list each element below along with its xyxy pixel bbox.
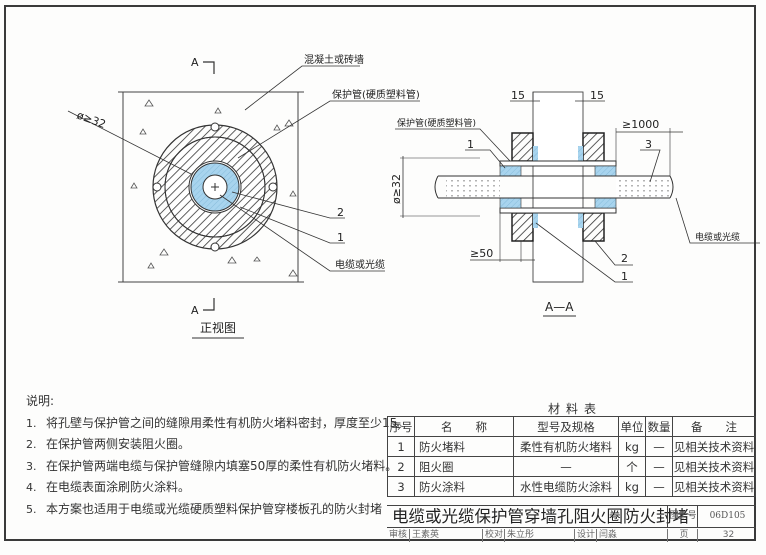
note-item: 5.本方案也适用于电缆或光缆硬质塑料保护管穿楼板孔的防火封堵 <box>26 501 383 516</box>
fire-coating-left <box>446 177 500 197</box>
atlas-number: 06D105 <box>697 506 757 527</box>
label-diameter-section: ø≥32 <box>390 174 403 204</box>
callout-3: 3 <box>645 138 652 151</box>
label-pipe: 保护管(硬质塑料管) <box>332 88 420 101</box>
drawing-title: 电缆或光缆保护管穿墙孔阻火圈防火封堵 <box>392 507 689 526</box>
callout-1-section: 1 <box>621 270 628 283</box>
dim-1000: ≥1000 <box>622 118 659 131</box>
label-cable-section: 电缆或光缆 <box>695 231 740 243</box>
section-mark-bottom: A <box>191 304 199 317</box>
callout-2: 2 <box>337 206 344 219</box>
dim-right-15: 15 <box>590 89 604 102</box>
checker: 朱立彤 <box>504 529 534 542</box>
callout-1-top: 1 <box>467 138 474 151</box>
view-title-section: A—A <box>545 300 574 314</box>
table-row: 2 阻火圈 — 个 — 见相关技术资料 <box>387 456 756 477</box>
callout-1: 1 <box>337 231 344 244</box>
notes-title: 说明: <box>26 394 55 408</box>
table-header-row: 序号 名 称 型号及规格 单位 数量 备 注 <box>387 416 756 437</box>
materials-title: 材料表 <box>548 402 603 416</box>
note-item: 1.将孔壁与保护管之间的缝隙用柔性有机防火堵料密封，厚度至少15。 <box>26 415 410 430</box>
table-row: 3 防火涂料 水性电缆防火涂料 kg — 见相关技术资料 <box>387 476 756 497</box>
signature-row: 审核 王素英 校对 朱立彤 设计 闫淼 页 32 <box>387 528 756 542</box>
table-row: 1 防火堵料 柔性有机防火堵料 kg — 见相关技术资料 <box>387 436 756 457</box>
wall-section <box>532 91 584 283</box>
page-number: 32 <box>697 529 757 542</box>
label-cable: 电缆或光缆 <box>335 258 385 271</box>
section-view: 15 15 ≥1000 保护管(硬质塑料管) 1 3 ø≥32 电缆或光缆 ≥5… <box>390 89 760 317</box>
label-diameter: ø≥32 <box>75 109 108 131</box>
note-item: 3.在保护管两端电缆与保护管缝隙内填塞50厚的柔性有机防火堵料。 <box>26 458 398 473</box>
materials-table: 序号 名 称 型号及规格 单位 数量 备 注 1 防火堵料 柔性有机防火堵料 k… <box>387 416 756 497</box>
designer: 闫淼 <box>596 529 617 542</box>
reviewer: 王素英 <box>409 529 439 542</box>
label-wall: 混凝土或砖墙 <box>304 53 364 66</box>
dim-left-15: 15 <box>511 89 525 102</box>
front-view: A A 混凝土或砖墙 保护管(硬质塑料管) ø≥32 2 1 电缆或光缆 正视图 <box>67 53 420 339</box>
callout-2-section: 2 <box>621 252 628 265</box>
atlas-label: 图集号 <box>667 506 698 527</box>
view-title-front: 正视图 <box>200 320 236 335</box>
section-mark-top: A <box>191 56 199 69</box>
dim-50: ≥50 <box>470 247 493 260</box>
drawing-frame <box>4 5 756 541</box>
concrete-marks <box>130 99 298 277</box>
label-pipe-section: 保护管(硬质塑料管) <box>397 117 476 129</box>
notes: 说明: 1.将孔壁与保护管之间的缝隙用柔性有机防火堵料密封，厚度至少15。 2.… <box>26 391 409 520</box>
title-block: 电缆或光缆保护管穿墙孔阻火圈防火封堵 图集号 06D105 审核 王素英 校对 … <box>387 505 756 542</box>
fire-coating-right <box>616 177 670 197</box>
note-item: 2.在保护管两侧安装阻火圈。 <box>26 437 191 451</box>
note-item: 4.在电缆表面涂刷防火涂料。 <box>26 480 191 494</box>
